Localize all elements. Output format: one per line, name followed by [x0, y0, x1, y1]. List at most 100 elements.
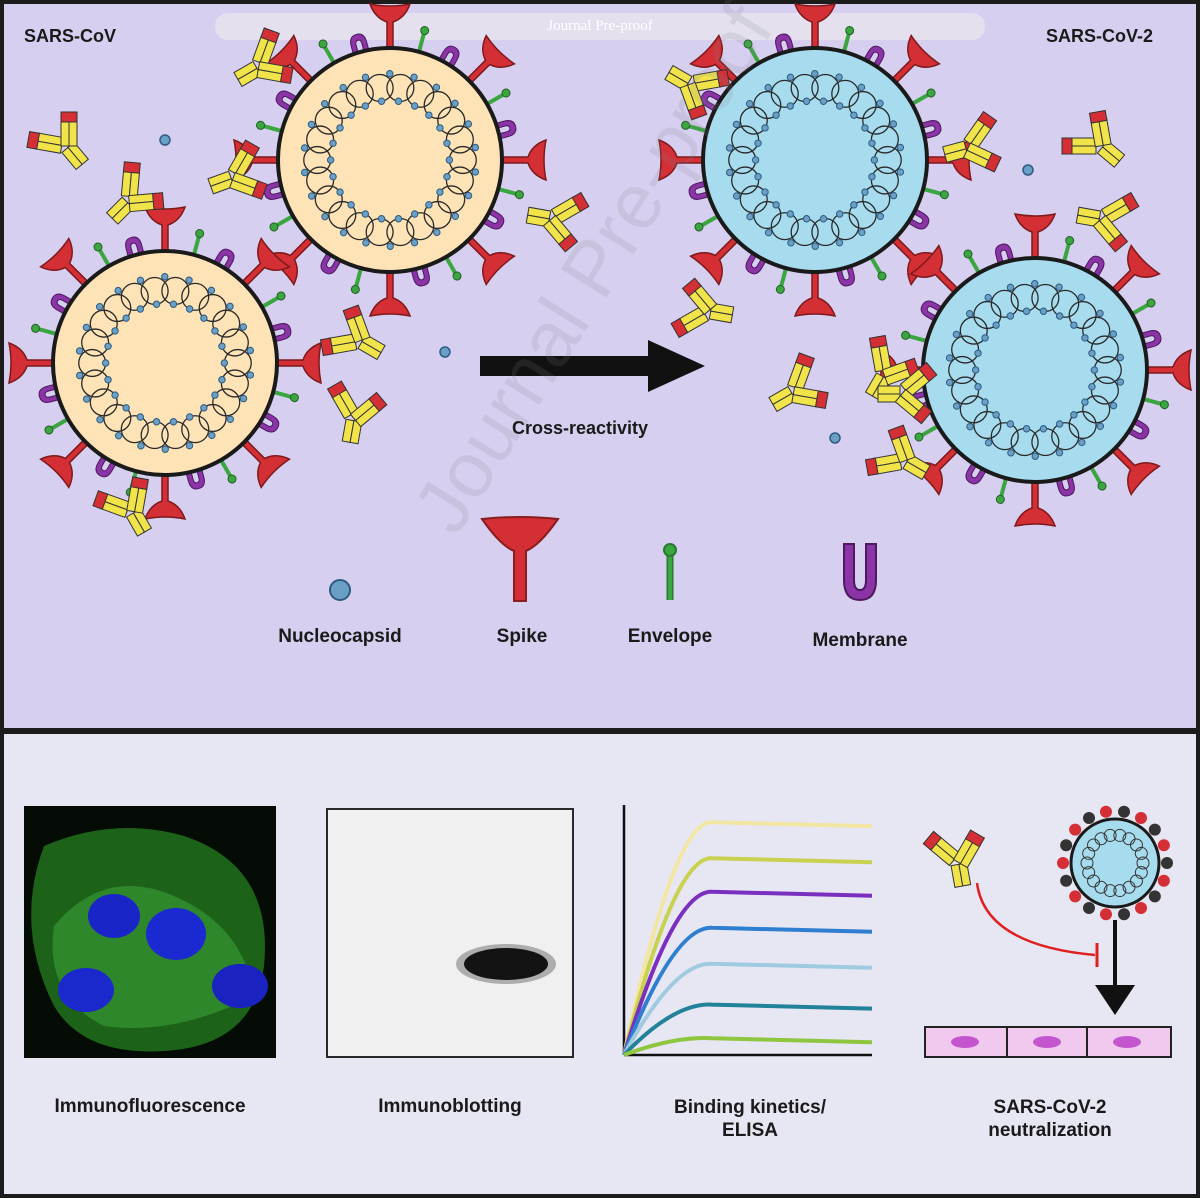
nucleocapsid-dot: [212, 392, 218, 398]
method-label-immunofluorescence: Immunofluorescence: [30, 1096, 270, 1118]
spike-protein: [145, 207, 185, 251]
nucleocapsid-dot: [301, 145, 307, 151]
nucleocapsid-dot: [982, 399, 988, 405]
nucleocapsid-dot: [803, 98, 809, 104]
nucleocapsid-dot: [755, 174, 761, 180]
nucleocapsid-dot: [762, 125, 768, 131]
nucleocapsid-dot: [877, 213, 883, 219]
nucleocapsid-dot: [378, 216, 384, 222]
nucleocapsid-dot: [993, 412, 999, 418]
nucleocapsid-dot: [137, 306, 143, 312]
nucleocapsid-dot: [812, 243, 818, 249]
nucleocapsid-dot: [1117, 379, 1123, 385]
antibody-1: [20, 100, 105, 184]
nucleocapsid-dot: [123, 315, 129, 321]
nucleocapsid-dot: [1032, 281, 1038, 287]
nucleocapsid-dot: [1056, 284, 1062, 290]
nucleocapsid-dot: [975, 350, 981, 356]
virus-envelope: [278, 48, 502, 272]
nucleocapsid-dot: [186, 277, 192, 283]
nucleocapsid-dot: [993, 322, 999, 328]
nucleocapsid-dot: [102, 360, 108, 366]
envelope-protein: [840, 26, 854, 53]
kinetics-curve-4: [624, 928, 872, 1055]
nucleocapsid-dot: [186, 442, 192, 448]
spike-protein: [502, 140, 546, 180]
nucleocapsid-dot: [897, 144, 903, 150]
nucleocapsid-dot: [76, 372, 82, 378]
nucleocapsid-dot: [395, 98, 401, 104]
nucleocapsid-dot: [209, 432, 215, 438]
nucleocapsid-dot: [1008, 450, 1014, 456]
nucleocapsid-dot: [105, 343, 111, 349]
nucleocapsid-dot: [446, 157, 452, 163]
spike-protein: [795, 4, 835, 48]
nucleocapsid-dot: [859, 229, 865, 235]
antibody-10: [757, 348, 838, 430]
nucleocapsid-dot: [340, 84, 346, 90]
nucleocapsid-dot: [787, 103, 793, 109]
nucleocapsid-dot: [972, 367, 978, 373]
nucleocapsid-dot: [985, 294, 991, 300]
nucleocapsid-dot: [752, 157, 758, 163]
envelope-protein: [1060, 236, 1074, 263]
nucleocapsid-dot: [726, 169, 732, 175]
nucleocapsid-dot: [201, 315, 207, 321]
nucleocapsid-dot: [851, 112, 857, 118]
nucleocapsid-dot: [240, 395, 246, 401]
nucleocapsid-dot: [112, 392, 118, 398]
method-label-neutralization-line2: neutralization: [930, 1119, 1170, 1142]
nucleocapsid-dot: [330, 140, 336, 146]
nucleocapsid-dot: [115, 287, 121, 293]
nucleocapsid-dot: [348, 112, 354, 118]
nucleocapsid-dot: [112, 328, 118, 334]
nucleocapsid-dot: [1097, 310, 1103, 316]
nucleocapsid-dot: [946, 355, 952, 361]
nucleocapsid-dot: [1110, 331, 1116, 337]
spike-protein: [1147, 350, 1191, 390]
spike-icon: [480, 515, 560, 605]
nucleocapsid-dot: [787, 74, 793, 80]
envelope-protein: [901, 330, 928, 344]
nucleocapsid-dot: [219, 343, 225, 349]
nucleocapsid-dot: [733, 193, 739, 199]
nucleocapsid-dot: [219, 377, 225, 383]
nucleocapsid-dot: [395, 216, 401, 222]
nucleocapsid-dot: [472, 169, 478, 175]
nucleocapsid-dot: [1082, 399, 1088, 405]
nucleocapsid-dot: [115, 432, 121, 438]
legend-membrane-label: Membrane: [790, 630, 930, 652]
nucleocapsid-dot: [1079, 439, 1085, 445]
spike-protein: [370, 4, 410, 48]
spike-protein: [145, 475, 185, 519]
free-nucleocapsid-3: [1023, 165, 1033, 175]
kinetics-curve-6: [624, 1005, 872, 1055]
nucleocapsid-dot: [1040, 426, 1046, 432]
nucleocapsid-dot: [890, 192, 896, 198]
nucleocapsid-dot: [897, 169, 903, 175]
nucleocapsid-dot: [327, 157, 333, 163]
nucleocapsid-dot: [186, 414, 192, 420]
virus-illustration: [0, 0, 1200, 730]
nucleocapsid-dot: [1032, 453, 1038, 459]
nucleocapsid-dot: [765, 84, 771, 90]
nucleocapsid-dot: [437, 189, 443, 195]
nucleocapsid-dot: [96, 304, 102, 310]
nucleocapsid-dot: [348, 202, 354, 208]
method-label-neutralization: SARS-CoV-2 neutralization: [930, 1096, 1170, 1142]
free-nucleocapsid-1: [440, 347, 450, 357]
nucleocapsid-dot: [83, 396, 89, 402]
nucleocapsid-dot: [378, 98, 384, 104]
nucleocapsid-dot: [1007, 421, 1013, 427]
nucleocapsid-dot: [787, 211, 793, 217]
nucleocapsid-dot: [221, 360, 227, 366]
nucleocapsid-dot: [869, 174, 875, 180]
envelope-protein: [190, 229, 204, 256]
envelope-protein: [31, 323, 58, 337]
nucleocapsid-dot: [452, 213, 458, 219]
nucleocapsid-dot: [153, 301, 159, 307]
nucleocapsid-dot: [812, 71, 818, 77]
nucleocapsid-dot: [836, 74, 842, 80]
nucleocapsid-dot: [452, 100, 458, 106]
spike-protein: [1015, 482, 1055, 526]
